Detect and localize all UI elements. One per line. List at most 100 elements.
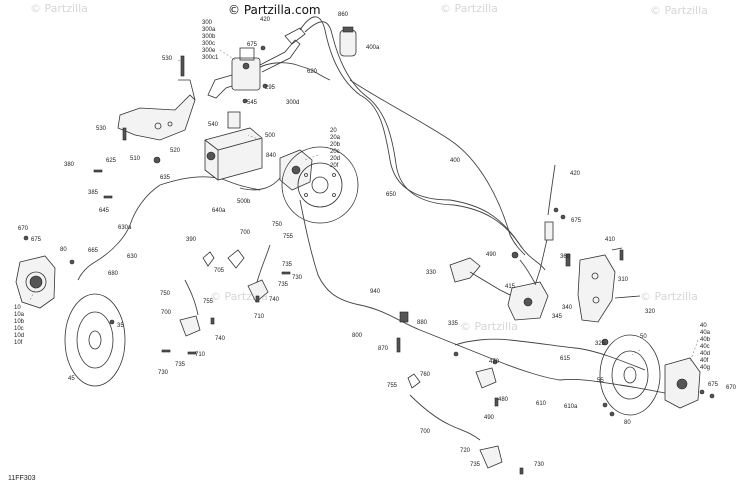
label-10a: 10a <box>14 312 25 318</box>
label-300d: 300d <box>286 100 299 106</box>
upper-bracket <box>117 79 196 141</box>
label-320: 320 <box>645 309 656 315</box>
label-670-rear: 670 <box>726 385 737 391</box>
label-55: 55 <box>597 378 604 384</box>
label-680: 680 <box>108 271 119 277</box>
label-340: 340 <box>562 305 573 311</box>
label-470: 470 <box>489 359 500 365</box>
label-610a: 610a <box>564 404 578 410</box>
label-35: 35 <box>117 323 124 329</box>
label-345: 345 <box>552 314 563 320</box>
label-40f: 40f <box>700 358 709 364</box>
front-right-disc <box>281 146 359 224</box>
label-520: 520 <box>170 148 181 154</box>
label-755-b: 755 <box>203 299 214 305</box>
label-20c: 20c <box>330 149 340 155</box>
label-410: 410 <box>605 237 616 243</box>
label-730-b: 730 <box>158 370 169 376</box>
label-710-a: 710 <box>254 314 265 320</box>
leader-lines <box>29 49 699 363</box>
label-540: 540 <box>208 122 219 128</box>
label-40c: 40c <box>700 344 710 350</box>
label-730-a: 730 <box>292 275 303 281</box>
label-700-c: 700 <box>420 429 431 435</box>
rear-caliper <box>664 357 701 409</box>
label-675-top: 675 <box>247 42 258 48</box>
label-40: 40 <box>700 323 707 329</box>
label-45: 45 <box>68 376 75 382</box>
label-860: 860 <box>338 12 349 18</box>
label-630: 630 <box>127 254 138 260</box>
label-940: 940 <box>370 289 381 295</box>
front-master-cylinder <box>207 27 306 99</box>
label-400: 400 <box>450 158 461 164</box>
front-left-disc <box>64 293 126 387</box>
label-10b: 10b <box>14 319 25 325</box>
label-720: 720 <box>460 448 471 454</box>
label-545: 545 <box>247 100 258 106</box>
label-630a: 630a <box>118 225 132 231</box>
label-710-b: 710 <box>195 352 206 358</box>
watermark-faint-5: © Partzilla <box>460 320 518 333</box>
label-755-a: 755 <box>283 234 294 240</box>
label-735-a: 735 <box>282 262 293 268</box>
label-490: 490 <box>486 252 497 258</box>
label-490-b: 490 <box>484 415 495 421</box>
label-10d: 10d <box>14 333 24 339</box>
label-50: 50 <box>640 334 647 340</box>
label-620: 620 <box>307 69 318 75</box>
label-700-b: 700 <box>161 310 172 316</box>
label-40b: 40b <box>700 337 711 343</box>
label-610: 610 <box>536 401 547 407</box>
label-300: 300 <box>202 20 213 26</box>
label-665: 665 <box>88 248 99 254</box>
label-300a: 300a <box>202 27 216 33</box>
label-670-left: 670 <box>18 226 29 232</box>
label-420-top: 420 <box>260 17 271 23</box>
front-right-caliper <box>279 149 313 191</box>
rear-disc <box>599 334 661 416</box>
label-385: 385 <box>88 190 99 196</box>
label-40d: 40d <box>700 351 710 357</box>
watermark-faint-2: © Partzilla <box>440 2 498 15</box>
label-20a: 20a <box>330 135 341 141</box>
label-40a: 40a <box>700 330 711 336</box>
label-500: 500 <box>265 133 276 139</box>
part-labels: 300 300a 300b 300c 300e 300c1 420 860 40… <box>14 12 737 468</box>
label-400a: 400a <box>366 45 380 51</box>
label-880: 880 <box>417 320 428 326</box>
abs-module <box>204 111 263 181</box>
label-675-left: 675 <box>31 237 42 243</box>
rear-reservoir <box>339 26 357 57</box>
label-300c1: 300c1 <box>202 55 219 61</box>
label-760: 760 <box>420 372 431 378</box>
label-625: 625 <box>106 158 117 164</box>
label-750-b: 750 <box>160 291 171 297</box>
label-735-c: 735 <box>175 362 186 368</box>
label-420-right: 420 <box>570 171 581 177</box>
label-295: 295 <box>265 85 276 91</box>
label-10f: 10f <box>14 340 23 346</box>
label-640a: 640a <box>212 208 226 214</box>
label-650: 650 <box>386 192 397 198</box>
label-530-mid: 530 <box>96 126 107 132</box>
label-20f: 20f <box>330 163 339 169</box>
label-300b: 300b <box>202 34 216 40</box>
label-615: 615 <box>560 356 571 362</box>
label-735-d: 735 <box>470 462 481 468</box>
label-10c: 10c <box>14 326 24 332</box>
label-310: 310 <box>618 277 629 283</box>
label-840: 840 <box>266 153 277 159</box>
label-330: 330 <box>426 270 437 276</box>
rear-brake-pedal <box>449 221 554 321</box>
label-10: 10 <box>14 305 21 311</box>
label-740-a: 740 <box>269 297 280 303</box>
label-325: 325 <box>595 341 606 347</box>
label-800: 800 <box>352 333 363 339</box>
label-635: 635 <box>160 175 171 181</box>
label-870: 870 <box>378 346 389 352</box>
watermark-brand: © Partzilla.com <box>228 3 321 17</box>
label-80-rear: 80 <box>624 420 631 426</box>
watermark-faint-3: © Partzilla <box>650 4 708 17</box>
